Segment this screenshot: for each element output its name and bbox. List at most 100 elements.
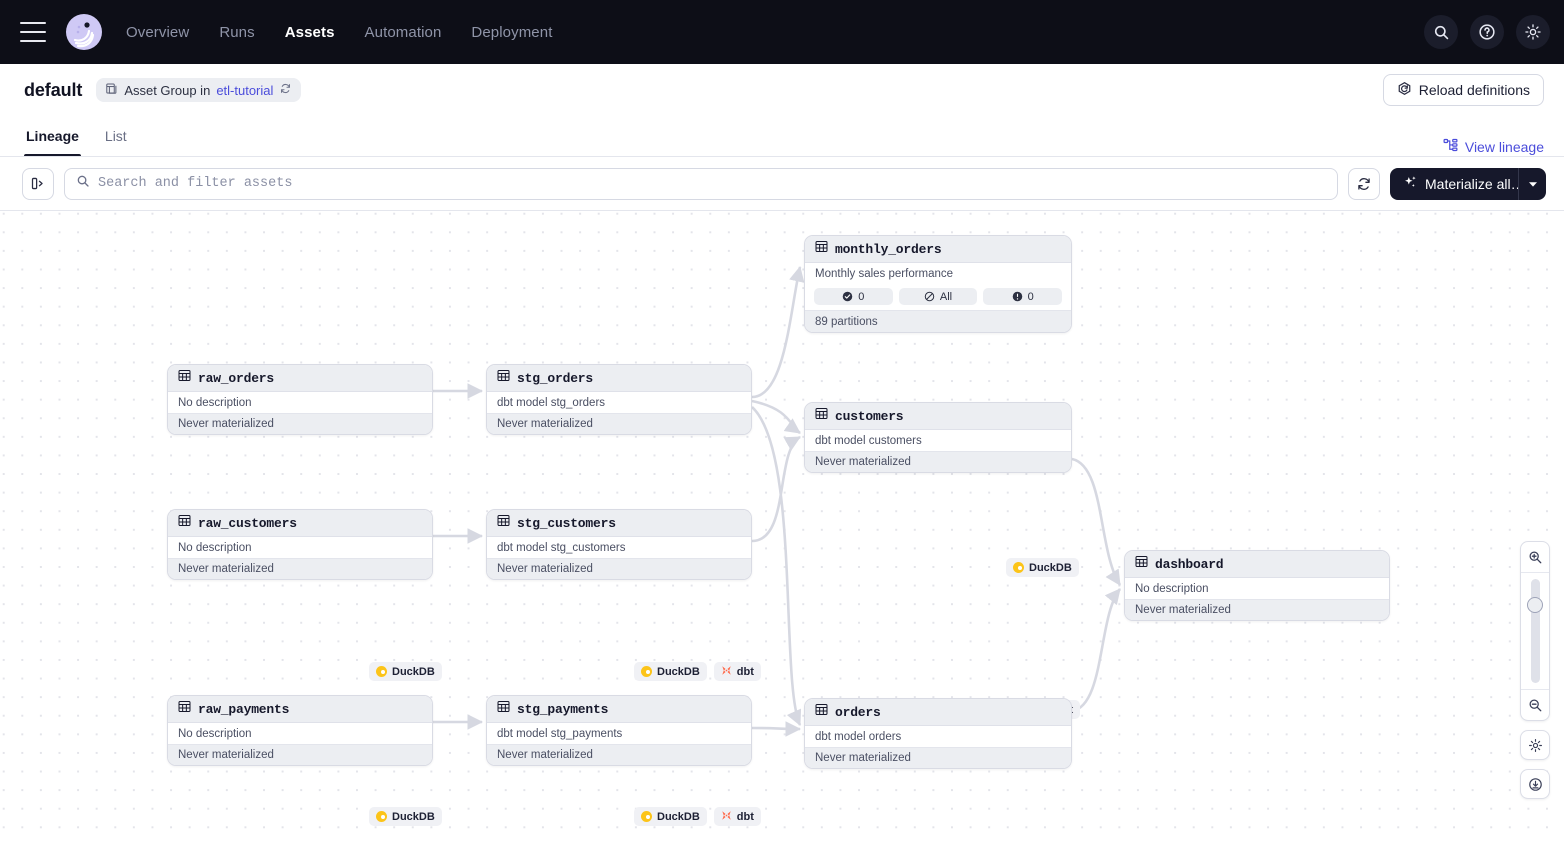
view-lineage-link[interactable]: View lineage	[1443, 138, 1544, 156]
materialize-all-group: Materialize all…	[1390, 167, 1546, 200]
tabs-row: Lineage List View lineage	[0, 116, 1564, 157]
asset-node-stg-customers[interactable]: stg_customers dbt model stg_customers Ne…	[486, 509, 752, 580]
exclamation-circle-icon	[1012, 291, 1022, 302]
graph-toolbar: Materialize all…	[0, 157, 1564, 211]
kind-tag-duckdb[interactable]: DuckDB	[634, 807, 707, 826]
sparkle-icon	[1403, 175, 1418, 193]
asset-node-title: raw_orders	[198, 370, 275, 386]
asset-node-customers[interactable]: customers dbt model customers Never mate…	[804, 402, 1072, 473]
materialize-dropdown-caret[interactable]	[1518, 167, 1546, 200]
zoom-slider-track	[1530, 579, 1540, 683]
asset-node-raw-payments[interactable]: raw_payments No description Never materi…	[167, 695, 433, 766]
dagster-logo-icon[interactable]	[64, 12, 104, 52]
kind-tag-duckdb[interactable]: DuckDB	[634, 662, 707, 681]
nav-link-automation[interactable]: Automation	[364, 23, 442, 41]
asset-node-dashboard[interactable]: dashboard No description Never materiali…	[1124, 550, 1390, 621]
asset-node-description: Monthly sales performance	[805, 263, 1071, 284]
sidebar-toggle-button[interactable]	[22, 167, 54, 200]
asset-node-status: Never materialized	[487, 744, 751, 765]
refresh-graph-button[interactable]	[1348, 167, 1380, 200]
asset-group-prefix: Asset Group in	[124, 82, 211, 98]
zoom-out-button[interactable]	[1521, 690, 1549, 720]
asset-node-title: raw_customers	[198, 515, 297, 531]
asset-node-description: dbt model orders	[805, 726, 1071, 747]
table-icon	[178, 514, 191, 532]
asset-node-status: Never materialized	[487, 413, 751, 434]
dbt-icon	[721, 810, 732, 824]
slash-circle-icon	[924, 291, 935, 302]
asset-node-orders[interactable]: orders dbt model orders Never materializ…	[804, 698, 1072, 769]
asset-tags-stg-customers: DuckDB dbt	[634, 807, 761, 826]
asset-tags-monthly-orders: DuckDB	[1006, 558, 1079, 577]
kind-tag-duckdb[interactable]: DuckDB	[1006, 558, 1079, 577]
tab-lineage[interactable]: Lineage	[24, 116, 81, 156]
partition-chip-missing[interactable]: All	[898, 288, 978, 305]
chevron-down-icon	[1528, 181, 1537, 187]
zoom-in-button[interactable]	[1521, 542, 1549, 572]
kind-tag-label: dbt	[736, 665, 754, 678]
page-header: default Asset Group in etl-tutorial	[0, 64, 1564, 116]
graph-download-button[interactable]	[1520, 769, 1550, 799]
partition-chip-label: All	[939, 290, 953, 303]
help-icon[interactable]	[1470, 15, 1504, 49]
search-icon[interactable]	[1424, 15, 1458, 49]
partition-chip-materialized[interactable]: 0	[814, 288, 893, 305]
table-icon	[497, 700, 510, 718]
table-icon	[815, 240, 828, 258]
asset-node-raw-orders[interactable]: raw_orders No description Never material…	[167, 364, 433, 435]
page-title: default	[24, 79, 83, 100]
asset-node-title: orders	[835, 704, 881, 720]
asset-node-raw-customers[interactable]: raw_customers No description Never mater…	[167, 509, 433, 580]
kind-tag-label: dbt	[736, 810, 754, 823]
materialize-all-button[interactable]: Materialize all…	[1390, 167, 1518, 200]
search-input[interactable]	[98, 176, 1326, 191]
zoom-slider-knob[interactable]	[1527, 597, 1543, 613]
hamburger-menu-icon[interactable]	[20, 22, 46, 42]
lineage-graph-icon	[1443, 138, 1458, 156]
kind-tag-dbt[interactable]: dbt	[713, 662, 761, 681]
check-circle-icon	[842, 291, 853, 302]
asset-node-status: Never materialized	[487, 558, 751, 579]
asset-group-chip[interactable]: Asset Group in etl-tutorial	[96, 78, 302, 102]
asset-node-status: Never materialized	[805, 747, 1071, 768]
asset-node-description: dbt model stg_payments	[487, 723, 751, 744]
download-icon	[1528, 777, 1542, 791]
asset-tags-stg-orders: DuckDB dbt	[634, 662, 761, 681]
kind-tag-duckdb[interactable]: DuckDB	[369, 807, 442, 826]
nav-link-overview[interactable]: Overview	[126, 23, 190, 41]
tabs-right-actions: View lineage	[1443, 138, 1544, 156]
graph-settings-button[interactable]	[1520, 730, 1550, 760]
duckdb-icon	[641, 666, 652, 677]
reload-icon	[1397, 81, 1412, 99]
asset-node-header: monthly_orders	[805, 236, 1071, 263]
asset-node-stg-orders[interactable]: stg_orders dbt model stg_orders Never ma…	[486, 364, 752, 435]
refresh-icon[interactable]	[279, 82, 292, 98]
gear-icon[interactable]	[1516, 15, 1550, 49]
duckdb-icon	[376, 666, 387, 677]
nav-link-runs[interactable]: Runs	[219, 23, 255, 41]
asset-node-status: Never materialized	[168, 413, 432, 434]
table-icon	[178, 369, 191, 387]
asset-group-link[interactable]: etl-tutorial	[216, 82, 274, 98]
search-filter-box[interactable]	[64, 167, 1338, 200]
kind-tag-dbt[interactable]: dbt	[713, 807, 761, 826]
kind-tag-duckdb[interactable]: DuckDB	[369, 662, 442, 681]
kind-tag-label: DuckDB	[657, 665, 700, 678]
nav-link-assets[interactable]: Assets	[284, 23, 335, 41]
graph-zoom-controls	[1520, 541, 1550, 799]
zoom-in-icon	[1529, 551, 1541, 563]
view-lineage-label: View lineage	[1464, 139, 1544, 155]
asset-node-description: dbt model stg_orders	[487, 392, 751, 413]
asset-node-monthly-orders[interactable]: monthly_orders Monthly sales performance…	[804, 235, 1072, 333]
partition-chip-failed[interactable]: 0	[983, 288, 1063, 305]
tab-list[interactable]: List	[104, 128, 127, 144]
asset-node-stg-payments[interactable]: stg_payments dbt model stg_payments Neve…	[486, 695, 752, 766]
reload-definitions-button[interactable]: Reload definitions	[1382, 74, 1544, 106]
zoom-slider[interactable]	[1521, 572, 1549, 690]
nav-link-deployment[interactable]: Deployment	[471, 23, 553, 41]
kind-tag-label: DuckDB	[392, 665, 435, 678]
duckdb-icon	[1013, 562, 1024, 573]
reload-definitions-label: Reload definitions	[1418, 82, 1530, 98]
lineage-graph-canvas[interactable]: monthly_orders Monthly sales performance…	[0, 211, 1564, 835]
search-icon	[76, 174, 90, 193]
